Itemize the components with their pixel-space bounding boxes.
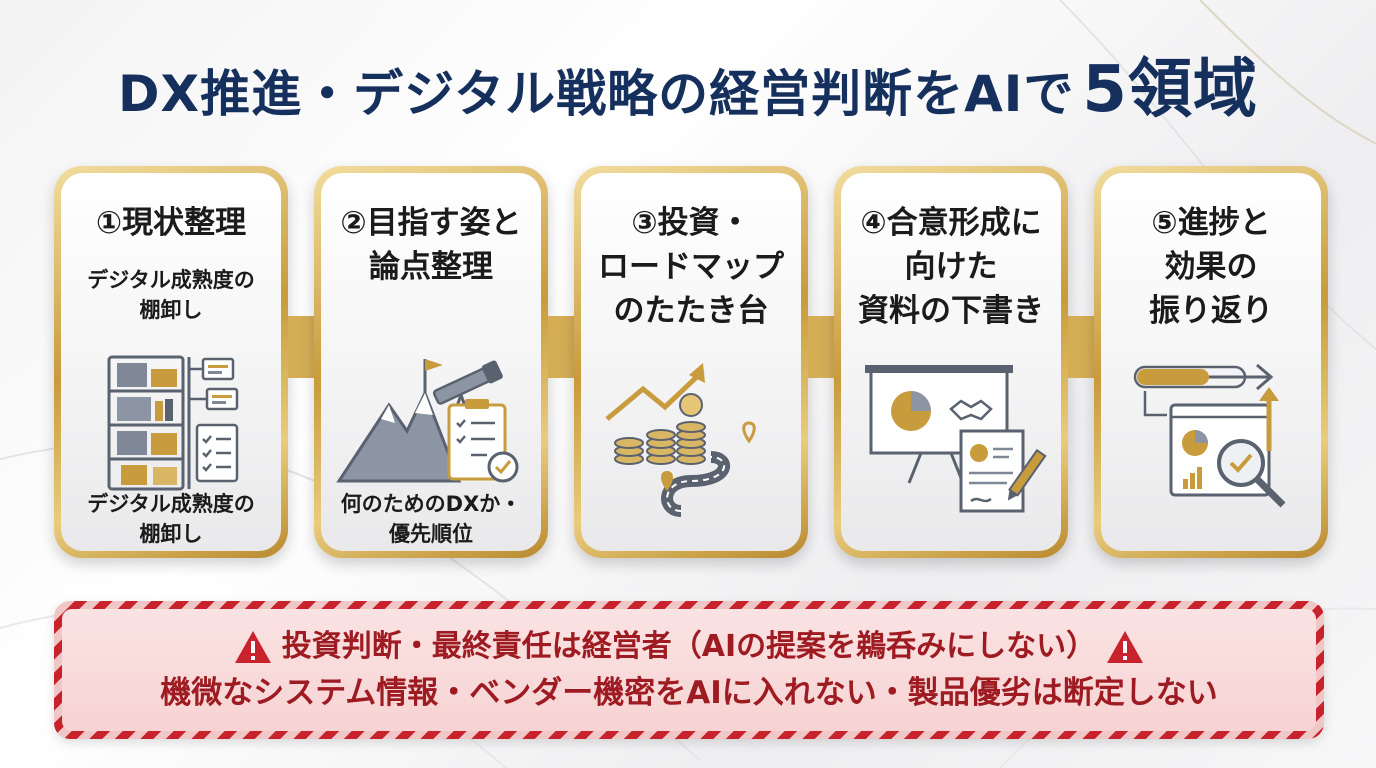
warning-triangle-icon bbox=[234, 631, 271, 663]
card-3: ③投資・ ロードマップ のたたき台 bbox=[574, 166, 808, 558]
card-1-title: ①現状整理 bbox=[95, 205, 247, 241]
warning-line-2: 機微なシステム情報・ベンダー機密をAIに入れない・製品優劣は断定しない bbox=[160, 675, 1218, 711]
card-4: ④合意形成に 向けた 資料の下書き bbox=[834, 166, 1068, 558]
progress-dashboard-magnifier-icon bbox=[1133, 363, 1286, 508]
title-count: 5領域 bbox=[1082, 53, 1258, 127]
warning-line-1: 投資判断・最終責任は経営者（AIの提案を鵜呑みにしない） bbox=[224, 624, 1154, 670]
card-2-body: ②目指す姿と 論点整理 何のためのDXか・ 優先順位 bbox=[321, 173, 541, 551]
card-4-title: ④合意形成に 向けた 資料の下書き bbox=[858, 205, 1044, 329]
server-rack-checklist-icon bbox=[107, 355, 239, 491]
card-3-body: ③投資・ ロードマップ のたたき台 bbox=[581, 173, 801, 551]
card-1-sub-bottom: デジタル成熟度の 棚卸し bbox=[87, 492, 255, 546]
card-2: ②目指す姿と 論点整理 何のためのDXか・ 優先順位 bbox=[314, 166, 548, 558]
card-5: ⑤進捗と 効果の 振り返り bbox=[1094, 166, 1328, 558]
card-1-sub-top: デジタル成熟度の 棚卸し bbox=[87, 268, 255, 322]
mountain-telescope-checklist-icon bbox=[336, 359, 519, 483]
warning-text-1: 投資判断・最終責任は経営者（AIの提案を鵜呑みにしない） bbox=[281, 629, 1097, 664]
card-1-body: ①現状整理 デジタル成熟度の 棚卸し bbox=[61, 173, 281, 551]
card-2-title: ②目指す姿と 論点整理 bbox=[340, 205, 522, 285]
card-4-body: ④合意形成に 向けた 資料の下書き bbox=[841, 173, 1061, 551]
card-1: ①現状整理 デジタル成熟度の 棚卸し bbox=[54, 166, 288, 558]
card-2-sub-bottom: 何のためのDXか・ 優先順位 bbox=[340, 492, 522, 546]
title-main: DX推進・デジタル戦略の経営判断をAIで bbox=[118, 65, 1075, 123]
card-5-body: ⑤進捗と 効果の 振り返り bbox=[1101, 173, 1321, 551]
card-5-title: ⑤進捗と 効果の 振り返り bbox=[1149, 205, 1273, 329]
growth-coins-roadmap-icon bbox=[605, 363, 756, 517]
warning-banner: 投資判断・最終責任は経営者（AIの提案を鵜呑みにしない） 機微なシステム情報・ベ… bbox=[54, 601, 1324, 739]
warning-triangle-icon bbox=[1107, 631, 1144, 663]
warning-banner-body: 投資判断・最終責任は経営者（AIの提案を鵜呑みにしない） 機微なシステム情報・ベ… bbox=[62, 609, 1316, 731]
presentation-handshake-document-icon bbox=[865, 365, 1047, 513]
card-3-title: ③投資・ ロードマップ のたたき台 bbox=[598, 205, 784, 329]
